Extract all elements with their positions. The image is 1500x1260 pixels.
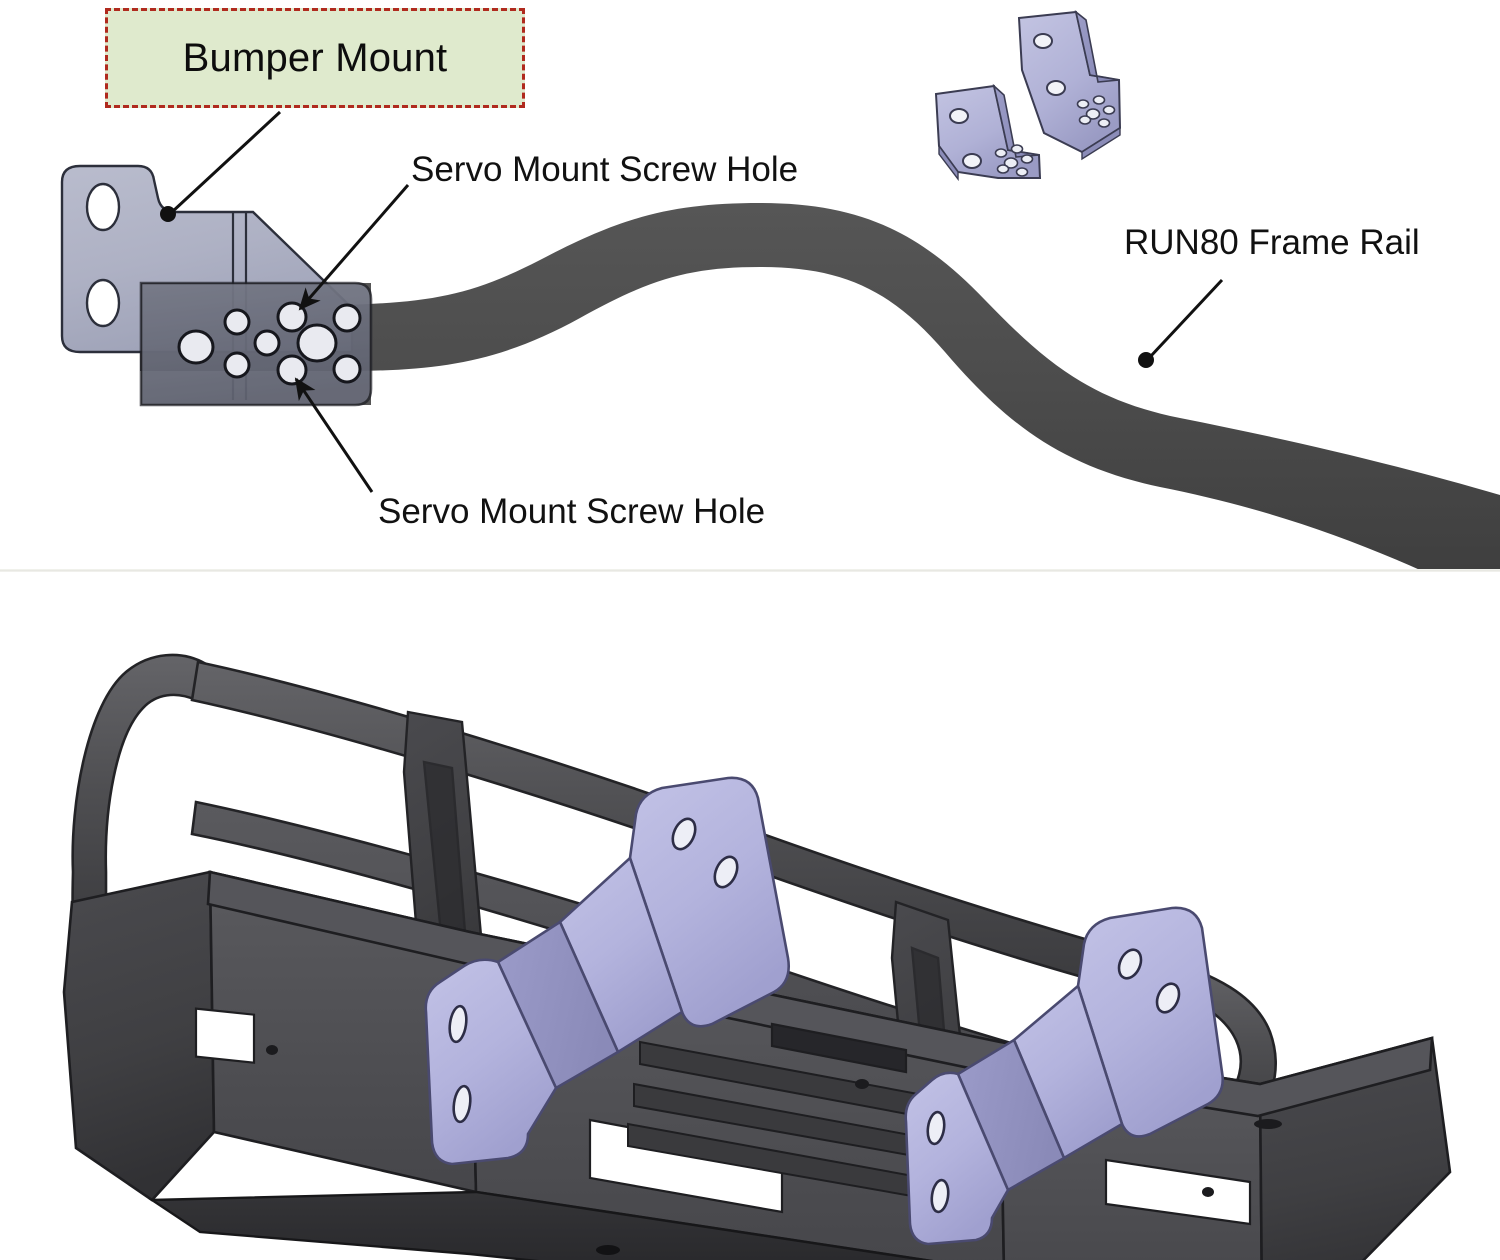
bracket-3d-rear-hole-cluster (1076, 95, 1116, 128)
leader-bumper-mount (170, 110, 282, 214)
top-panel-graphics (60, 9, 1500, 570)
bracket-left-hole-2 (713, 855, 739, 889)
screw-hole-7 (332, 354, 362, 384)
leader-servo-top (298, 184, 410, 311)
screw-hole-6 (332, 303, 362, 333)
leader-frame-rail (1148, 278, 1224, 359)
opening-mid-recess (770, 1022, 908, 1074)
bumper-assembly-graphics (62, 653, 1452, 1260)
bracket-right-hole-1 (1117, 948, 1143, 980)
mount-bracket-right (904, 906, 1224, 1246)
callout-bumper-mount-label: Bumper Mount (182, 35, 448, 80)
label-servo-mount-screw-hole-top: Servo Mount Screw Hole (411, 150, 799, 189)
opening-left-square (194, 1007, 256, 1064)
skid-plate-holes (596, 1245, 620, 1255)
screw-hole-3 (253, 329, 281, 357)
bracket-oval-hole-2 (85, 278, 121, 328)
label-servo-mount-screw-hole-bottom: Servo Mount Screw Hole (378, 492, 766, 531)
screw-hole-1 (223, 308, 251, 336)
screw-hole-large-left (177, 329, 215, 365)
bracket-left-hole-3 (448, 1004, 468, 1044)
label-run80-frame-rail: RUN80 Frame Rail (1124, 223, 1420, 262)
bracket-3d-front-hole-cluster (994, 144, 1034, 177)
screw-hole-cluster (177, 301, 362, 386)
leader-dot-frame-rail (1138, 352, 1154, 368)
callout-bumper-mount: Bumper Mount (105, 8, 525, 108)
bracket-3d-rear (1017, 9, 1122, 161)
bracket-left-hole-4 (452, 1084, 472, 1124)
bracket-left-hole-1 (671, 817, 697, 851)
leader-lines (160, 110, 1224, 493)
bracket-right-hole-3 (926, 1110, 946, 1146)
leader-servo-bottom (294, 377, 374, 493)
screw-hole-large-center (296, 323, 338, 363)
panel-assembled-bumper-view (0, 572, 1500, 1260)
screw-hole-2 (223, 351, 251, 379)
rail-end-plate (139, 281, 373, 407)
mount-bracket-left (424, 776, 790, 1166)
skid-plate (148, 1190, 933, 1260)
frame-rail-part (140, 203, 1500, 570)
bracket-pair-3d (934, 9, 1122, 182)
bracket-right-hole-2 (1155, 982, 1181, 1014)
bumper-center-ribs (627, 1040, 951, 1204)
opening-right-slot (1104, 1158, 1252, 1226)
bracket-oval-hole-1 (85, 182, 121, 232)
leader-dot-bumper-mount (160, 206, 176, 222)
panel-exploded-mount-detail: Bumper Mount Servo Mount Screw Hole Serv… (0, 0, 1500, 570)
bracket-3d-front (934, 83, 1042, 182)
panel-divider (0, 569, 1500, 572)
screw-hole-5-bottom-target (276, 354, 308, 386)
bracket-right-hole-4 (930, 1178, 950, 1214)
bumper-openings (194, 1007, 1252, 1226)
